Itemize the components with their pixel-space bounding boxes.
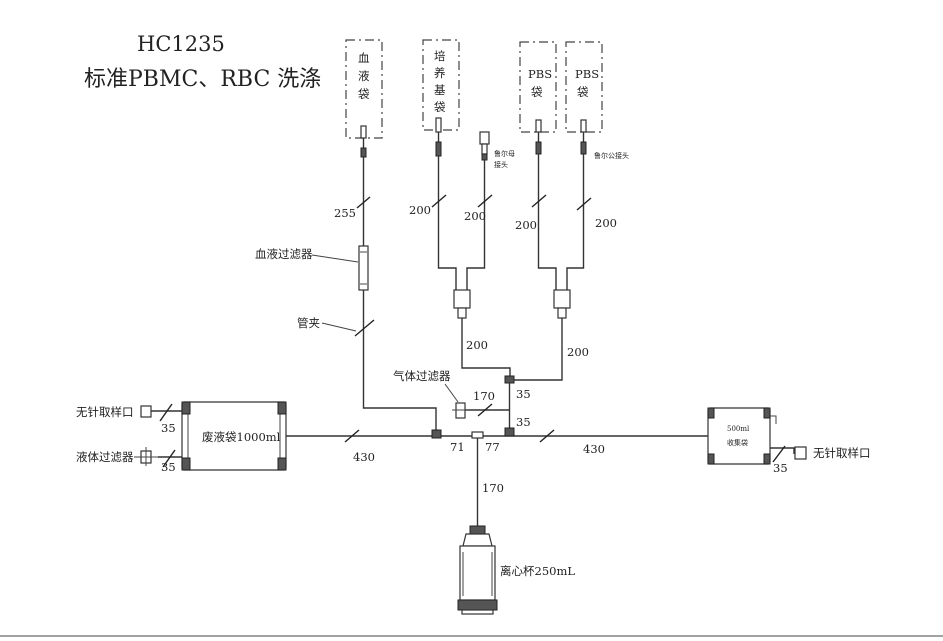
pbs-bag-1-label-1: PBS (528, 67, 552, 81)
needleless-port-right (770, 445, 807, 463)
medium-merge-length: 200 (466, 338, 488, 352)
liquid-filter-label: 液体过滤器 (76, 450, 134, 464)
liquid-port-length: 35 (161, 460, 176, 474)
pbs-bag-2: PBS 袋 鲁尔公接头 (565, 41, 629, 160)
clamp-label: 管夹 (297, 316, 320, 330)
junction-riser-length-lower: 35 (516, 415, 531, 429)
clamp-mark (354, 319, 375, 337)
needleless-port-left-label: 无针取样口 (76, 405, 134, 419)
collection-bag: 500ml 收集袋 (707, 407, 771, 465)
medium-y-connector (453, 289, 471, 319)
luer-female-label-2: 接头 (494, 160, 508, 169)
collection-bag-label-1: 500ml (727, 425, 750, 433)
blood-line-length: 255 (334, 206, 356, 220)
luer-male-label: 鲁尔公接头 (594, 151, 629, 160)
air-filter (452, 402, 509, 419)
top-junction (504, 375, 515, 384)
liquid-filter (134, 447, 182, 468)
luer-female-connector: 鲁尔母 接头 (479, 131, 515, 169)
luer-female-label-1: 鲁尔母 (494, 149, 515, 158)
needleless-port-left (140, 403, 182, 422)
seg-71-label: 71 (450, 440, 465, 454)
medium-bag-label-2: 养 (434, 66, 446, 80)
pbs-bag-2-label-1: PBS (575, 67, 599, 81)
blood-filter-label: 血液过滤器 (255, 247, 313, 261)
waste-bag-label: 废液袋1000ml (202, 430, 281, 444)
medium-right-length: 200 (464, 209, 486, 223)
pbs-bag-1-label-2: 袋 (531, 85, 543, 99)
medium-bag: 培 养 基 袋 (422, 39, 460, 157)
waste-bag: 废液袋1000ml (181, 401, 287, 471)
blood-bag-label-2: 液 (358, 69, 370, 83)
centrifuge-bowl (457, 525, 498, 615)
blood-bag-label-1: 血 (358, 51, 370, 65)
medium-bag-label-1: 培 (434, 49, 446, 63)
diagram-title: HC1235 (137, 32, 225, 56)
pbs-bag-1: PBS 袋 (519, 41, 557, 155)
air-filter-label: 气体过滤器 (393, 369, 451, 383)
air-line-length: 170 (473, 389, 495, 403)
pbs-bag-2-label-2: 袋 (577, 85, 589, 99)
needleless-port-right-label: 无针取样口 (813, 446, 871, 460)
collect-main-length: 430 (583, 442, 605, 456)
pbs-merge-length: 200 (567, 345, 589, 359)
junction-riser-length-upper: 35 (516, 387, 531, 401)
pbs-y-connector (553, 289, 571, 319)
blood-bag-label-3: 袋 (358, 87, 370, 101)
junction-77 (471, 431, 484, 439)
diagram-subtitle: 标准PBMC、RBC 洗涤 (84, 67, 321, 92)
collection-bag-label-2: 收集袋 (727, 438, 748, 447)
pbs-right-length: 200 (595, 216, 617, 230)
waste-port-length: 35 (161, 421, 176, 435)
medium-left-length: 200 (409, 203, 431, 217)
collect-port-length: 35 (773, 461, 788, 475)
blood-bag: 血 液 袋 (345, 39, 383, 158)
medium-bag-label-3: 基 (434, 83, 446, 97)
pbs-left-length: 200 (515, 218, 537, 232)
junction-right (504, 427, 515, 437)
blood-filter (358, 245, 369, 291)
junction-71 (431, 429, 442, 439)
centrifuge-line-length: 170 (482, 481, 504, 495)
medium-bag-label-4: 袋 (434, 100, 446, 114)
waste-main-length: 430 (353, 450, 375, 464)
centrifuge-label: 离心杯250mL (500, 564, 575, 578)
seg-77-label: 77 (485, 440, 500, 454)
